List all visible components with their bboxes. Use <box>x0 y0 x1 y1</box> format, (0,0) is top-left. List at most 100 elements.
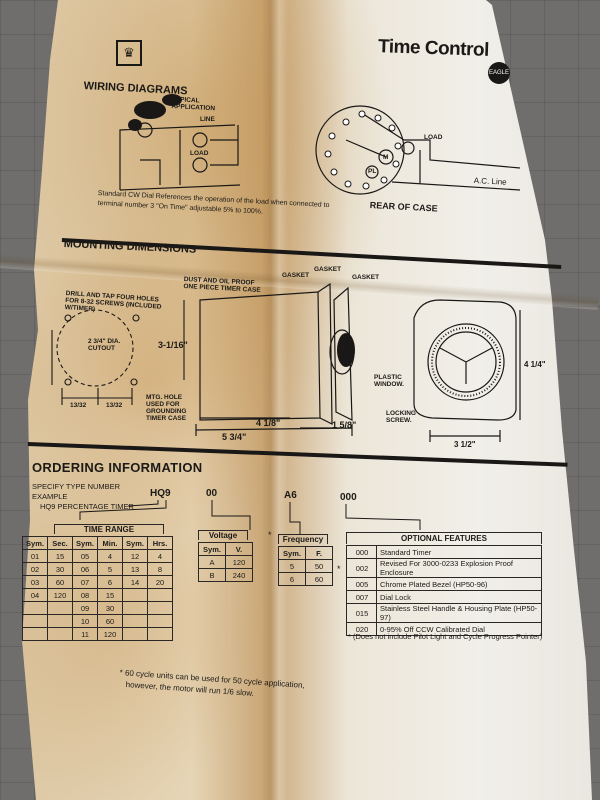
table-cell: 30 <box>47 562 73 576</box>
table-cell: 09 <box>72 601 98 615</box>
table-cell: 30 <box>97 601 123 615</box>
specify-label: SPECIFY TYPE NUMBER <box>32 482 121 491</box>
feature-symbol: 002* <box>337 558 377 578</box>
table-cell: 8 <box>147 562 173 576</box>
feature-description: 0-95% Off CCW Calibrated Dial <box>376 622 542 636</box>
load-label-typical: LOAD <box>190 150 209 157</box>
table-cell <box>122 614 148 628</box>
code-part-1: HQ9 <box>150 488 171 499</box>
table-cell: 50 <box>305 559 333 573</box>
table-cell: 4 <box>97 549 123 563</box>
feature-star: * <box>337 563 341 574</box>
table-cell: 5 <box>97 562 123 576</box>
dim-1-5-8: 1 5/8" <box>332 420 357 430</box>
table-cell: 07 <box>72 575 98 589</box>
table-cell <box>122 601 148 615</box>
table-cell: 15 <box>47 549 73 563</box>
dim-4-1-4: 4 1/4" <box>524 360 546 369</box>
table-cell: 5 <box>278 559 306 573</box>
table-cell: 60 <box>97 614 123 628</box>
table-cell: 20 <box>147 575 173 589</box>
pl-label: PL <box>368 168 377 175</box>
plastic-window-label: PLASTIC WINDOW. <box>374 374 404 388</box>
table-cell: 14 <box>122 575 148 589</box>
frequency-star: * <box>268 530 272 540</box>
logo-icon: ♛ <box>116 40 142 66</box>
optional-footnote: * (Does not include Pilot Light and Cycl… <box>348 632 543 641</box>
table-cell: 240 <box>225 568 253 582</box>
gasket-label-1: GASKET <box>282 272 310 279</box>
table-cell <box>147 627 173 641</box>
table-cell: 12 <box>122 549 148 563</box>
mtg-hole-label: MTG. HOLE USED FOR GROUNDING TIMER CASE <box>146 394 187 422</box>
feature-description: Revised For 3000-0233 Explosion Proof En… <box>376 558 542 578</box>
table-cell <box>147 601 173 615</box>
table-cell: 6 <box>97 575 123 589</box>
table-cell: 15 <box>97 588 123 602</box>
brand-logo: EAGLE <box>488 62 510 84</box>
table-header-row: Sym. F. <box>278 546 333 560</box>
col-header: Sym. <box>22 536 48 550</box>
table-cell: 01 <box>22 549 48 563</box>
table-header-row: Sym. V. <box>198 542 253 556</box>
table-cell: 120 <box>97 627 123 641</box>
feature-symbol: 007 <box>346 590 377 604</box>
table-cell: 13 <box>122 562 148 576</box>
rear-load-label: LOAD <box>424 134 443 141</box>
table-cell: 05 <box>72 549 98 563</box>
example-desc: HQ9 PERCENTAGE TIMER <box>40 502 134 511</box>
col-header: Sym. <box>122 536 148 550</box>
table-cell <box>47 614 73 628</box>
col-header: F. <box>305 546 333 560</box>
table-cell: 10 <box>72 614 98 628</box>
table-cell: 04 <box>22 588 48 602</box>
table-cell: 120 <box>225 555 253 569</box>
table-cell: A <box>198 555 226 569</box>
table-cell <box>47 601 73 615</box>
table-header-row: Sym. Sec. Sym. Min. Sym. Hrs. <box>22 536 173 550</box>
dim-13-32-a: 13/32 <box>70 402 87 409</box>
table-cell: 6 <box>278 572 306 586</box>
feature-symbol: 015 <box>346 603 377 623</box>
vertical-fold <box>262 0 288 800</box>
dim-3-1-2: 3 1/2" <box>454 440 476 449</box>
optional-features-caption: OPTIONAL FEATURES <box>346 532 542 544</box>
table-cell <box>47 627 73 641</box>
cutout-label: 2 3/4" DIA. CUTOUT <box>88 338 121 352</box>
gasket-label-3: GASKET <box>352 274 380 281</box>
table-cell: B <box>198 568 226 582</box>
table-cell: 06 <box>72 562 98 576</box>
table-cell <box>22 627 48 641</box>
col-header: Min. <box>97 536 123 550</box>
col-header: Sym. <box>278 546 306 560</box>
code-part-3: A6 <box>284 490 297 501</box>
feature-description: Stainless Steel Handle & Housing Plate (… <box>376 603 542 623</box>
table-cell: 120 <box>47 588 73 602</box>
frequency-caption: Frequency <box>278 534 328 544</box>
table-cell <box>22 601 48 615</box>
feature-symbol: 000 <box>346 545 377 559</box>
dim-height: 3-1/16" <box>158 340 188 350</box>
time-range-caption: TIME RANGE <box>54 524 164 534</box>
table-cell: 08 <box>72 588 98 602</box>
feature-description: Chrome Plated Bezel (HP50-96) <box>376 577 542 591</box>
table-cell: 03 <box>22 575 48 589</box>
dim-13-32-b: 13/32 <box>106 402 123 409</box>
motor-label: M <box>383 154 389 161</box>
